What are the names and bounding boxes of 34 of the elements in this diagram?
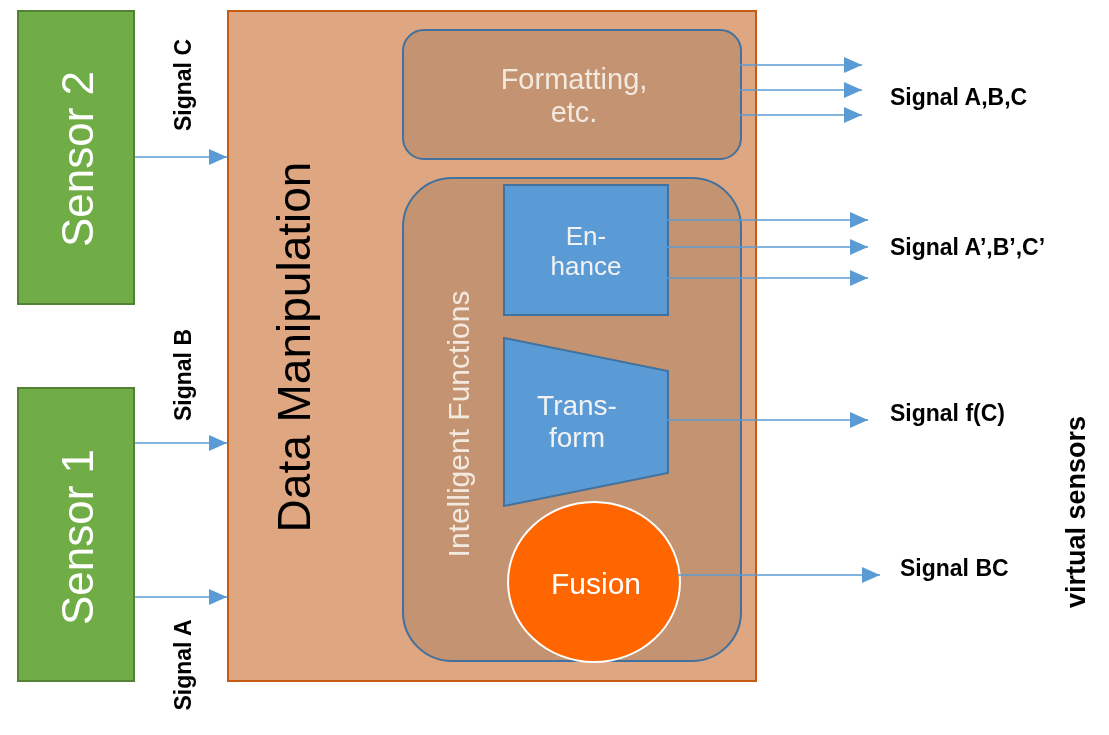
processing-panel bbox=[227, 10, 757, 682]
edge-label: Signal C bbox=[169, 39, 197, 131]
process-box bbox=[503, 184, 669, 316]
node-label: Intelligent Functions bbox=[441, 290, 476, 558]
signal-label: Signal A’,B’,C’ bbox=[890, 233, 1046, 261]
node-label: Formatting, etc. bbox=[499, 62, 649, 130]
node-label: Data Manipulation bbox=[267, 161, 321, 533]
arrow bbox=[134, 149, 228, 165]
function-group-panel bbox=[402, 177, 742, 662]
arrow bbox=[134, 435, 228, 451]
process-box bbox=[402, 29, 742, 160]
sensor-block bbox=[17, 10, 135, 305]
node-label: En- hance bbox=[549, 222, 623, 282]
signal-label: Signal BC bbox=[900, 554, 1009, 582]
node-label: Sensor 2 bbox=[52, 70, 103, 248]
node-label: Sensor 1 bbox=[52, 448, 103, 626]
group-label: virtual sensors bbox=[1060, 415, 1092, 609]
signal-label: Signal f(C) bbox=[890, 399, 1005, 427]
edge-label: Signal A bbox=[169, 619, 197, 711]
arrow bbox=[676, 567, 881, 583]
node-label: Trans- form bbox=[536, 389, 618, 455]
arrow bbox=[664, 270, 869, 286]
arrow bbox=[739, 107, 863, 123]
arrow bbox=[739, 57, 863, 73]
signal-label: Signal A,B,C bbox=[890, 83, 1028, 111]
arrow bbox=[739, 82, 863, 98]
arrow bbox=[664, 212, 869, 228]
edge-label: Signal B bbox=[169, 329, 197, 421]
arrow bbox=[664, 412, 869, 428]
sensor-block bbox=[17, 387, 135, 682]
arrow bbox=[134, 589, 228, 605]
node-label: Fusion bbox=[549, 566, 642, 602]
arrow bbox=[664, 239, 869, 255]
trapezoid-block bbox=[503, 337, 669, 507]
